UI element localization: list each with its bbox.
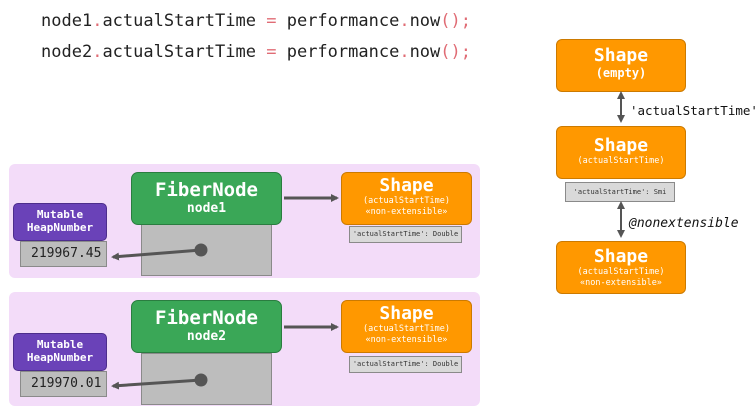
heapnumber-2-label-2: HeapNumber — [26, 351, 94, 364]
shape-panel-2-title: Shape — [379, 303, 434, 324]
shape-panel-2: Shape (actualStartTime) «non-extensible» — [341, 300, 472, 353]
shape-actualstarttime-sub: (actualStartTime) — [577, 156, 665, 166]
shape-panel-1-descriptor: 'actualStartTime': Double — [349, 226, 462, 243]
shape-panel-2-descriptor: 'actualStartTime': Double — [349, 356, 462, 373]
fibernode-1-title: FiberNode — [155, 179, 258, 201]
shape-non-extensible-sub-2: «non-extensible» — [580, 278, 662, 288]
code-method: now — [409, 42, 441, 62]
code-property: actualStartTime — [102, 42, 256, 62]
shape-actualstarttime: Shape (actualStartTime) — [556, 126, 686, 179]
pointer-dot-2 — [194, 373, 208, 387]
shape-non-extensible: Shape (actualStartTime) «non-extensible» — [556, 241, 686, 294]
fibernode-2-title: FiberNode — [155, 307, 258, 329]
shape-non-extensible-sub-1: (actualStartTime) — [577, 267, 665, 277]
shape-panel-1: Shape (actualStartTime) «non-extensible» — [341, 172, 472, 225]
code-parens: () — [440, 11, 461, 31]
heapnumber-1-label-2: HeapNumber — [26, 221, 94, 234]
shape-actualstarttime-title: Shape — [593, 135, 649, 156]
code-dot: . — [92, 11, 103, 31]
code-line-1: node1.actualStartTime = performance.now(… — [41, 11, 471, 31]
code-object: node1 — [41, 11, 93, 31]
shape-panel-1-sub-2: «non-extensible» — [365, 207, 448, 217]
code-object: node2 — [41, 42, 93, 62]
shape-empty-title: Shape — [593, 45, 649, 66]
code-semicolon: ; — [460, 11, 472, 31]
shape-non-extensible-title: Shape — [593, 246, 649, 267]
heapnumber-1-label-1: Mutable — [36, 208, 84, 221]
transition-label-1: 'actualStartTime' — [630, 103, 756, 118]
code-dot: . — [399, 11, 410, 31]
code-semicolon: ; — [460, 42, 472, 62]
fibernode-1-name: node1 — [186, 201, 227, 216]
heapnumber-2-value: 219970.01 — [20, 371, 107, 397]
fibernode-2-field — [141, 353, 272, 405]
code-dot: . — [92, 42, 103, 62]
code-method: now — [409, 11, 441, 31]
fibernode-2: FiberNode node2 — [131, 300, 282, 353]
shape-panel-2-sub-1: (actualStartTime) — [363, 324, 450, 334]
shape-panel-1-title: Shape — [379, 175, 434, 196]
fibernode-1: FiberNode node1 — [131, 172, 282, 225]
heapnumber-1: Mutable HeapNumber — [13, 203, 107, 241]
heapnumber-2-label-1: Mutable — [36, 338, 84, 351]
arrow-fiber-2-to-heap — [111, 378, 202, 390]
arrow-fiber-1-to-heap — [111, 248, 202, 261]
transition-label-2: @nonextensible — [629, 216, 739, 231]
code-parens: () — [440, 42, 461, 62]
pointer-dot-1 — [194, 243, 208, 257]
code-dot: . — [399, 42, 410, 62]
code-line-2: node2.actualStartTime = performance.now(… — [41, 42, 471, 62]
code-equals: = — [266, 11, 277, 31]
code-property: actualStartTime — [102, 11, 256, 31]
code-equals: = — [266, 42, 277, 62]
shape-empty-sub: (empty) — [595, 66, 647, 80]
shape-panel-1-sub-1: (actualStartTime) — [363, 196, 450, 206]
code-function: performance — [286, 42, 400, 62]
fibernode-2-name: node2 — [186, 329, 227, 344]
heapnumber-1-value: 219967.45 — [20, 241, 107, 267]
heapnumber-2: Mutable HeapNumber — [13, 333, 107, 371]
shape-panel-2-sub-2: «non-extensible» — [365, 335, 448, 345]
code-function: performance — [286, 11, 400, 31]
